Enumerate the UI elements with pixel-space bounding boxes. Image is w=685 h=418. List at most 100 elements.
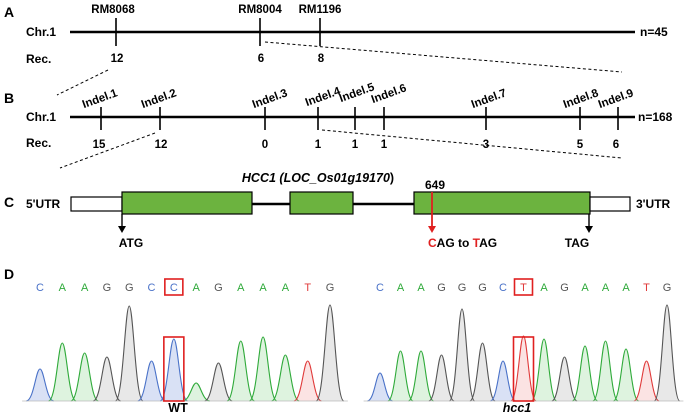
chromatogram-peak — [592, 340, 619, 402]
base-call: G — [103, 282, 112, 294]
chromatogram-peak — [70, 352, 99, 402]
chromatogram-peak — [612, 348, 640, 402]
marker-name: RM1196 — [299, 4, 342, 16]
gene-name: HCC1 — [242, 171, 276, 185]
marker-indel-7: Indel.7 3 — [470, 87, 508, 151]
chromatogram-peak — [204, 362, 233, 402]
chromatogram-peak — [469, 342, 496, 402]
marker-name: Indel.2 — [140, 87, 178, 111]
population-size-b: n=168 — [638, 110, 673, 124]
mutation-peak-box — [163, 336, 185, 402]
chromatogram-peak — [428, 354, 455, 402]
panel-label-b: B — [4, 90, 14, 106]
panel-label-c: C — [4, 194, 14, 210]
marker-name: Indel.6 — [370, 82, 408, 106]
zoom-line-left — [56, 69, 109, 96]
marker-name: Indel.4 — [304, 85, 343, 109]
base-call: A — [397, 282, 405, 294]
recombinant-count: 12 — [111, 53, 124, 65]
panel-label-d: D — [4, 266, 14, 282]
base-call: C — [499, 282, 507, 294]
hcc1-label: hcc1 — [503, 401, 532, 415]
marker-indel-3: Indel.3 0 — [251, 87, 289, 151]
recombinant-count: 1 — [315, 139, 322, 151]
gene-locus: LOC_Os01g19170 — [284, 171, 390, 185]
marker-rm8004: RM8004 6 — [238, 4, 282, 65]
base-call: A — [237, 282, 245, 294]
chromatogram-peak — [489, 360, 517, 402]
mutation-label: CAG to TAG — [428, 236, 497, 250]
base-call: G — [458, 282, 467, 294]
marker-name: Indel.7 — [470, 87, 508, 111]
tag-label: TAG — [565, 236, 589, 250]
base-call: A — [602, 282, 610, 294]
chromatogram-peak — [159, 338, 189, 402]
mutation-base-box — [164, 278, 184, 296]
wt-label: WT — [168, 401, 188, 415]
utr3-box — [589, 196, 631, 212]
mutation-position: 649 — [425, 178, 445, 192]
recombinant-count: 6 — [613, 139, 619, 151]
chromatogram-peak — [271, 354, 300, 402]
chromatogram-peak — [182, 382, 211, 402]
panel-label-a: A — [4, 4, 14, 20]
chromatogram-peak — [571, 345, 599, 402]
chromatogram-peak — [367, 372, 393, 402]
base-call: A — [581, 282, 589, 294]
base-call: A — [540, 282, 548, 294]
base-call: A — [259, 282, 267, 294]
mutation-base-box — [513, 278, 534, 296]
base-call: G — [326, 282, 335, 294]
base-call: G — [663, 282, 672, 294]
marker-indel-1: Indel.1 15 — [81, 87, 120, 151]
chromatogram-peak — [114, 305, 144, 402]
marker-name: Indel.9 — [597, 87, 635, 111]
marker-rm1196: RM1196 8 — [299, 4, 342, 65]
utr5-label: 5'UTR — [26, 197, 61, 211]
base-call: C — [36, 282, 44, 294]
recombinant-count: 15 — [93, 139, 106, 151]
base-call: G — [437, 282, 446, 294]
recombinant-count: 0 — [262, 139, 268, 151]
base-call: C — [148, 282, 156, 294]
marker-indel-9: Indel.9 6 — [597, 87, 635, 151]
marker-name: Indel.3 — [251, 87, 289, 111]
atg-label: ATG — [119, 236, 143, 250]
zoom-line-right-b — [321, 129, 623, 159]
marker-rm8068: RM8068 12 — [91, 4, 135, 65]
base-call: G — [560, 282, 569, 294]
chromatogram-peak — [653, 304, 681, 402]
chromatogram-peak — [92, 356, 122, 402]
base-call: T — [520, 282, 527, 294]
base-call: G — [478, 282, 487, 294]
atg-arrowhead-icon — [118, 226, 126, 233]
gene-title: HCC1 (LOC_Os01g19170) — [242, 171, 394, 185]
marker-name: RM8004 — [238, 4, 282, 16]
recombinant-label-a: Rec. — [26, 52, 51, 66]
base-call: G — [125, 282, 134, 294]
base-call: A — [81, 282, 89, 294]
base-call: T — [304, 282, 311, 294]
recombinant-count: 6 — [258, 53, 264, 65]
base-call: T — [643, 282, 650, 294]
recombinant-count: 1 — [352, 139, 359, 151]
chromatogram-peak — [387, 350, 414, 402]
chromatogram-peak — [551, 356, 578, 402]
marker-name: Indel.8 — [562, 87, 601, 111]
exon-1 — [121, 191, 253, 215]
chromatogram-peak — [510, 335, 537, 402]
chromatogram-peak — [47, 342, 77, 402]
chromatogram-peak — [407, 350, 435, 402]
recombinant-count: 8 — [318, 53, 325, 65]
base-call: C — [376, 282, 384, 294]
chromatogram-peak — [137, 360, 166, 402]
recombinant-count: 1 — [381, 139, 388, 151]
mutation-peak-box — [512, 336, 535, 402]
tag-arrowhead-icon — [585, 226, 593, 233]
chromosome-label-a: Chr.1 — [26, 25, 56, 39]
zoom-line-left-b — [59, 132, 156, 169]
chromatogram-peak — [226, 340, 256, 402]
base-call: A — [59, 282, 67, 294]
